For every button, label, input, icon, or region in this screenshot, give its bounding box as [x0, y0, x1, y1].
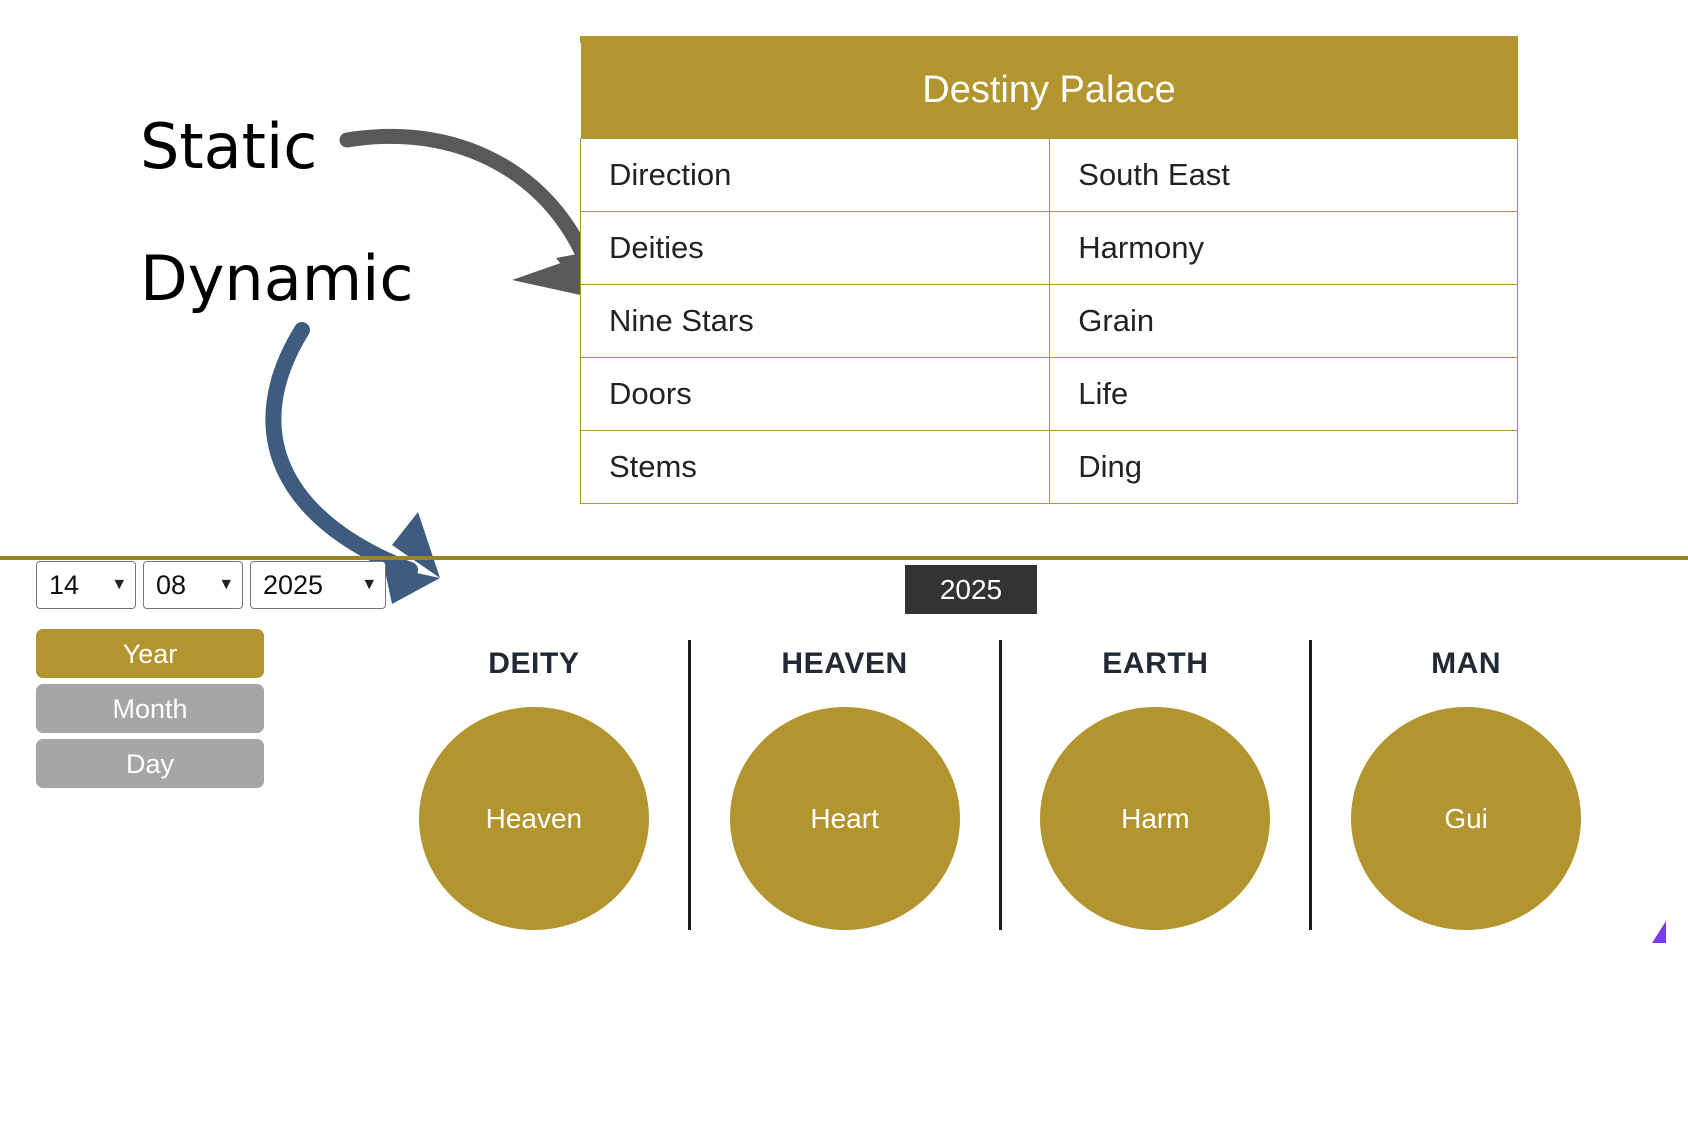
- pillar-circle-man[interactable]: Gui: [1351, 707, 1582, 930]
- table-row: Direction South East: [579, 138, 1518, 212]
- table-row: Doors Life: [579, 357, 1518, 431]
- month-select-wrapper[interactable]: 08 ▾: [143, 561, 243, 609]
- pillar-title-heaven: HEAVEN: [781, 647, 908, 680]
- static-annotation-label: Static: [140, 110, 318, 183]
- year-badge: 2025: [905, 565, 1037, 614]
- table-row: Stems Ding: [579, 430, 1518, 504]
- scope-button-year[interactable]: Year: [36, 629, 264, 678]
- table-row: Deities Harmony: [579, 211, 1518, 285]
- row-key-deities: Deities: [579, 211, 1051, 285]
- row-value-deities: Harmony: [1049, 211, 1518, 285]
- year-select-wrapper[interactable]: 2025 ▾: [250, 561, 386, 609]
- row-key-doors: Doors: [579, 357, 1051, 431]
- day-select-wrapper[interactable]: 14 ▾: [36, 561, 136, 609]
- purple-triangle-mark: [1652, 921, 1666, 943]
- scope-button-group: Year Month Day: [36, 629, 264, 788]
- row-key-stems: Stems: [579, 430, 1051, 504]
- date-selector-bar: 14 ▾ 08 ▾ 2025 ▾: [36, 561, 386, 609]
- pillar-earth: EARTH Harm: [998, 640, 1310, 930]
- pillar-heaven: HEAVEN Heart: [687, 640, 999, 930]
- dynamic-annotation-label: Dynamic: [140, 242, 414, 315]
- row-key-nine-stars: Nine Stars: [579, 284, 1051, 358]
- table-row: Nine Stars Grain: [579, 284, 1518, 358]
- palace-table-header-row: Destiny Palace: [580, 42, 1518, 139]
- pillar-circle-deity[interactable]: Heaven: [418, 707, 649, 930]
- row-value-doors: Life: [1049, 357, 1518, 431]
- pillar-circle-heaven[interactable]: Heart: [729, 707, 960, 930]
- destiny-palace-table: Destiny Palace Direction South East Deit…: [579, 36, 1518, 504]
- pillar-title-deity: DEITY: [488, 647, 580, 680]
- pillar-title-earth: EARTH: [1102, 647, 1209, 680]
- pillar-row: DEITY Heaven HEAVEN Heart EARTH Harm MAN…: [380, 640, 1620, 930]
- year-select[interactable]: 2025: [250, 561, 386, 609]
- scope-button-month[interactable]: Month: [36, 684, 264, 733]
- row-value-direction: South East: [1049, 138, 1518, 212]
- month-select[interactable]: 08: [143, 561, 243, 609]
- pillar-circle-earth[interactable]: Harm: [1040, 707, 1271, 930]
- row-value-stems: Ding: [1049, 430, 1518, 504]
- scope-button-day[interactable]: Day: [36, 739, 264, 788]
- row-value-nine-stars: Grain: [1049, 284, 1518, 358]
- pillar-man: MAN Gui: [1309, 640, 1620, 930]
- pillar-deity: DEITY Heaven: [380, 640, 688, 930]
- pillar-title-man: MAN: [1431, 647, 1502, 680]
- palace-title: Destiny Palace: [580, 42, 1518, 139]
- palace-table-topline: [580, 36, 1518, 43]
- day-select[interactable]: 14: [36, 561, 136, 609]
- section-divider: [0, 556, 1688, 560]
- row-key-direction: Direction: [579, 138, 1051, 212]
